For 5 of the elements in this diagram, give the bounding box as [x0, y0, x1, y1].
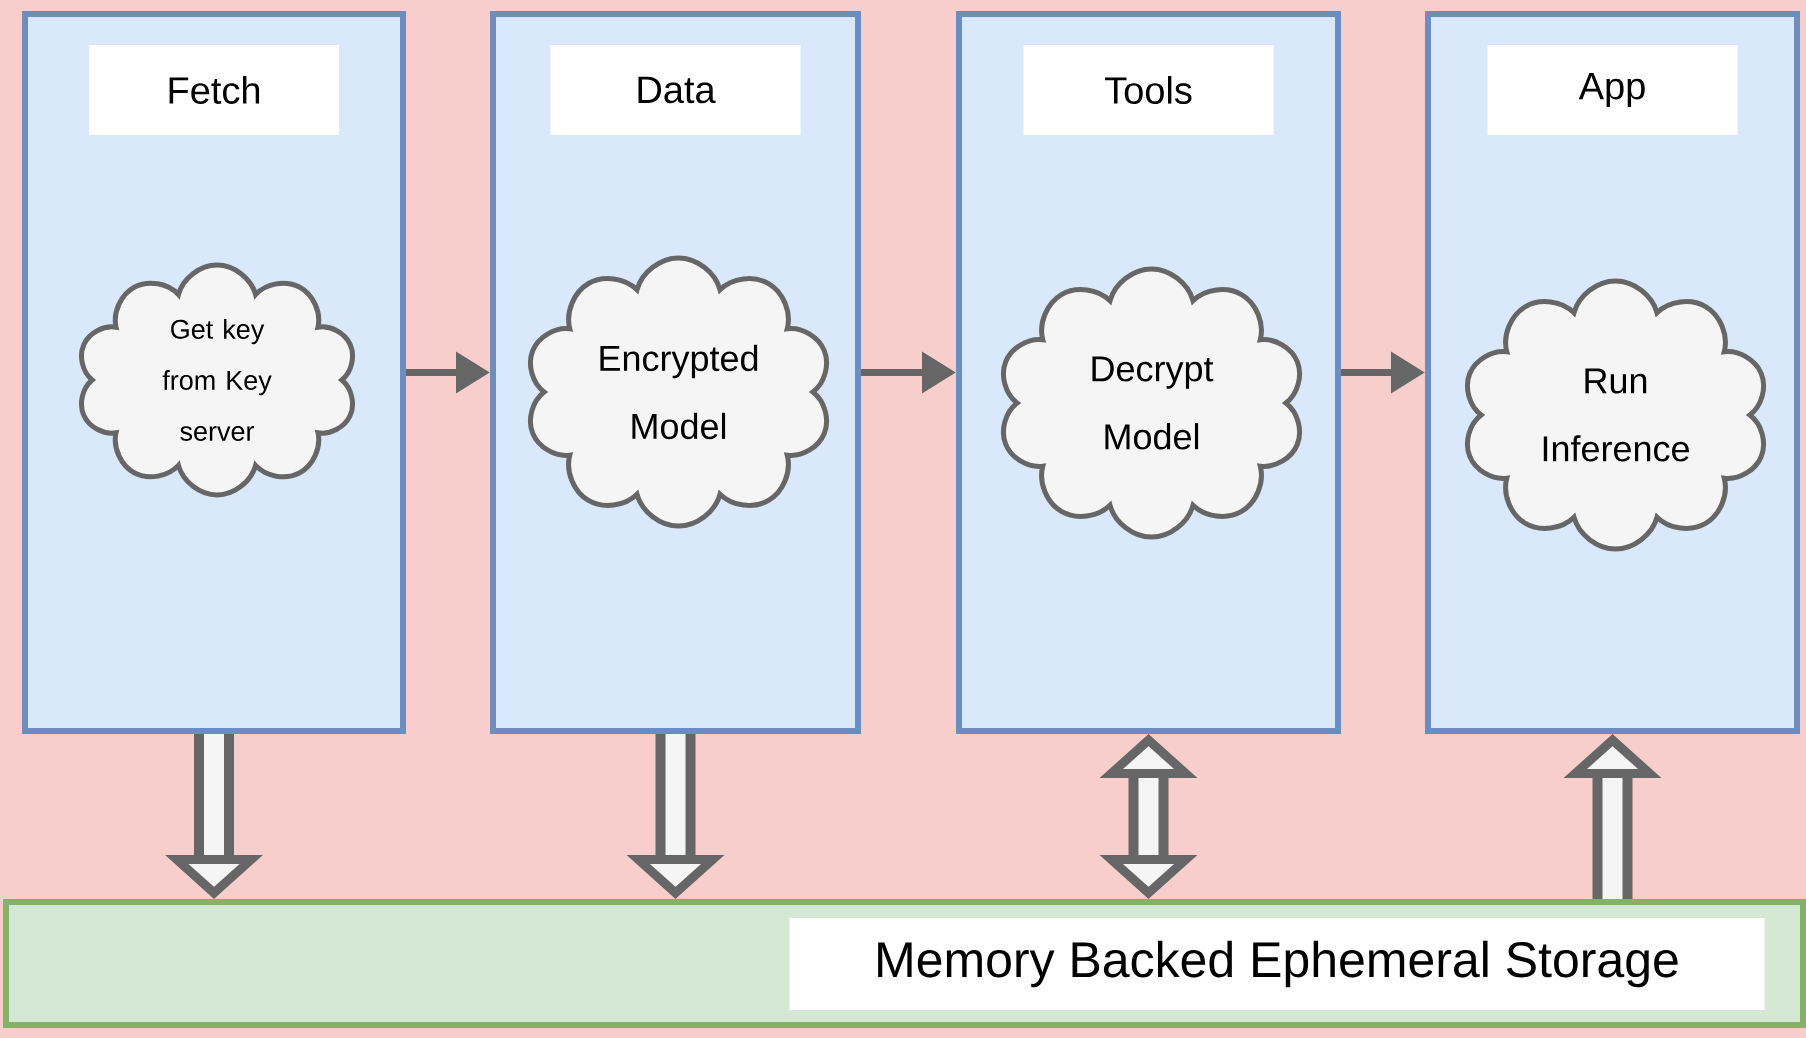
title-box: Data: [550, 45, 801, 135]
title-box: Tools: [1023, 45, 1274, 135]
label-box: Memory Backed Ephemeral Storage: [789, 918, 1765, 1010]
title-box: App: [1487, 45, 1738, 135]
title-box: Fetch: [89, 45, 339, 135]
